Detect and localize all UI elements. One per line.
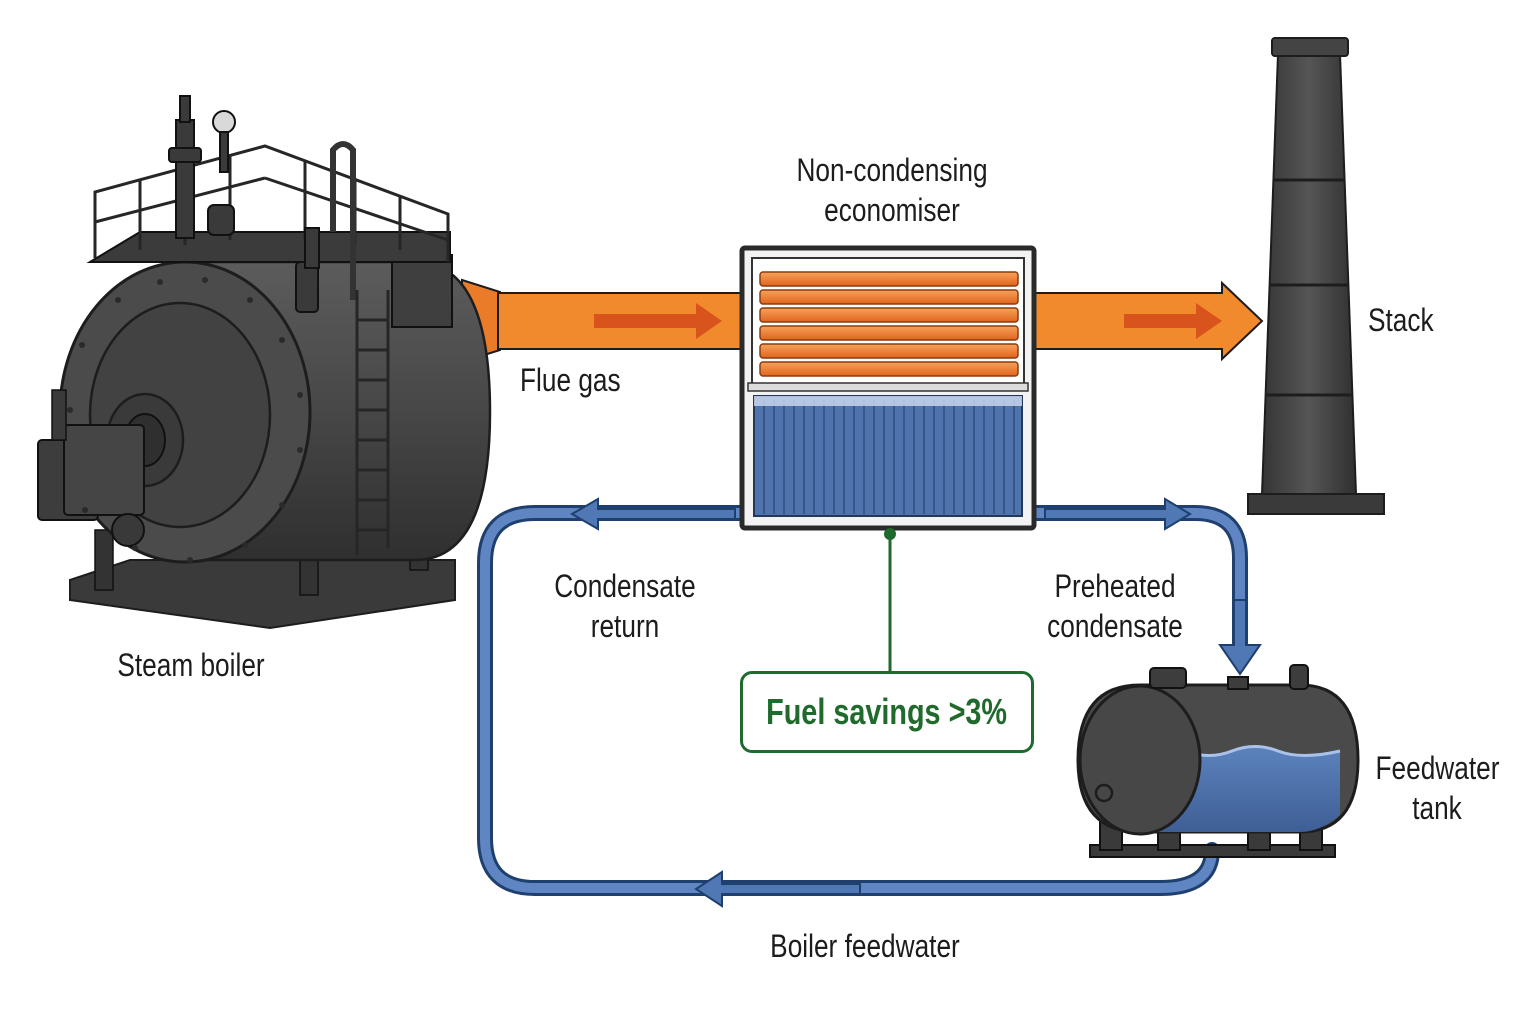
preheated-condensate-line-2: condensate [1047,608,1183,644]
steam-boiler [37,95,492,630]
water-flow-arrows [569,497,1262,908]
fuel-savings-text: Fuel savings >3% [766,691,1008,732]
economiser-label-line-1: Non-condensing [796,152,988,188]
feedwater-tank-label: Feedwater tank [1375,748,1500,828]
water-piping [477,505,1248,896]
feedwater-tank-line-1: Feedwater [1375,750,1500,786]
boiler-feedwater-label: Boiler feedwater [770,928,960,964]
feedwater-tank [1076,664,1360,858]
economiser-label-line-2: economiser [824,192,960,228]
steam-boiler-label: Steam boiler [117,647,265,683]
condensate-return-line-2: return [590,608,660,644]
condensate-return-arrow [569,497,736,531]
water-tube-lines [763,400,1015,514]
flue-gas-arrow-inlet [594,303,722,339]
tank-inlet-arrow [1218,599,1262,676]
flue-gas-label: Flue gas [520,362,621,398]
stack-label: Stack [1368,302,1434,338]
preheated-condensate-arrow [1044,497,1192,531]
savings-connector [884,528,896,672]
flue-gas-arrow-outlet [1124,303,1222,339]
condensate-return-line-1: Condensate [554,568,696,604]
water-tube-bank [753,395,1023,517]
stack-chimney [1247,37,1385,515]
economiser-unit [739,245,1037,531]
preheated-condensate-label: Preheated condensate [1029,566,1201,646]
feedwater-tank-line-2: tank [1412,790,1462,826]
boiler-feedwater-arrow [694,870,861,908]
fuel-savings-callout: Fuel savings >3% [740,671,1034,753]
preheated-condensate-line-1: Preheated [1054,568,1176,604]
flue-gas-tube-bank [759,271,1019,377]
economiser-label: Non-condensing economiser [769,150,1015,230]
condensate-return-label: Condensate return [539,566,711,646]
